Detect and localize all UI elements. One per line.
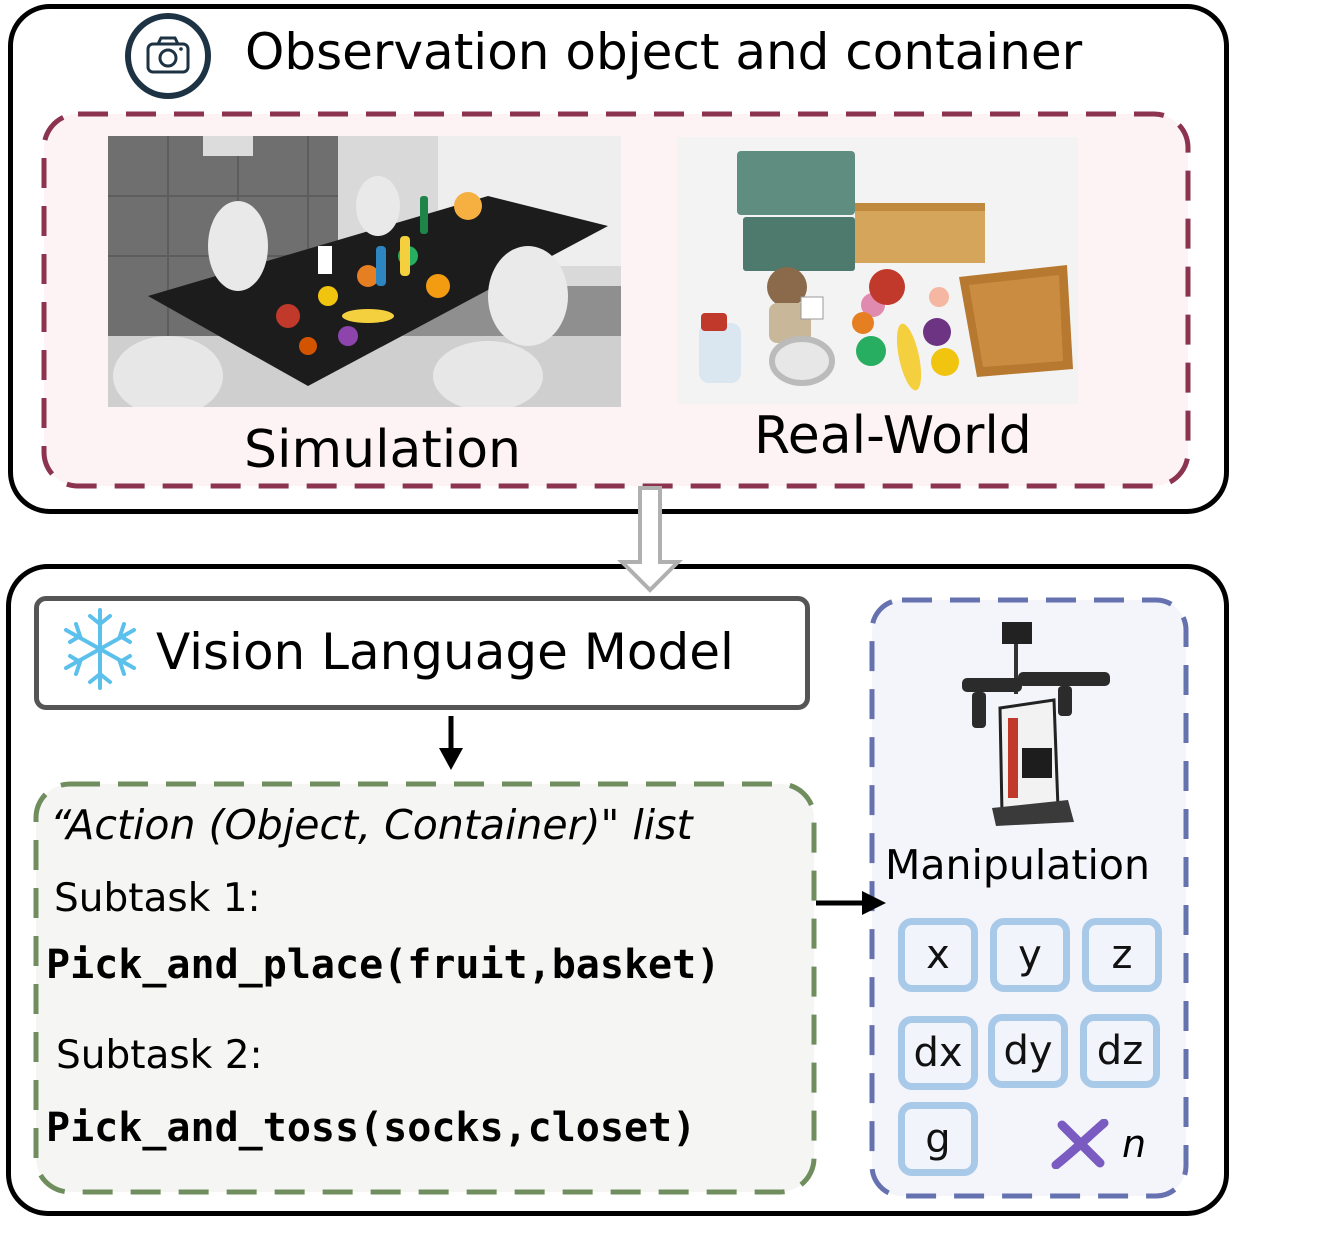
vlm-title: Vision Language Model [156,623,734,681]
key-g: g [898,1102,978,1176]
observation-title: Observation object and container [245,23,1083,81]
cross-icon [1051,1119,1109,1169]
key-z: z [1082,918,1162,992]
simulation-label: Simulation [244,420,521,480]
key-y: y [990,918,1070,992]
key-dy: dy [988,1014,1068,1088]
multiplier-n: n [1122,1122,1147,1166]
key-dx: dx [898,1016,978,1090]
robot-image [962,622,1110,826]
subtask-2-code: Pick_and_toss(socks,closet) [46,1105,697,1151]
key-x: x [898,918,978,992]
key-dz: dz [1080,1014,1160,1088]
real-world-label: Real-World [754,406,1032,466]
arrow-right [816,891,886,915]
subtask-1-code: Pick_and_place(fruit,basket) [46,942,721,988]
action-list-title: “Action (Object, Container)" list [50,801,693,849]
snowflake-icon [64,608,136,690]
simulation-image [108,136,621,407]
real-world-image [677,137,1078,404]
arrow-down [439,716,463,770]
camera-icon [125,13,211,99]
flow-arrow-hollow [617,486,683,593]
subtask-1-label: Subtask 1: [54,876,261,921]
vlm-box [34,596,810,710]
subtask-2-label: Subtask 2: [56,1033,263,1078]
action-list-dashed-box [33,781,817,1195]
manipulation-label: Manipulation [885,841,1150,889]
